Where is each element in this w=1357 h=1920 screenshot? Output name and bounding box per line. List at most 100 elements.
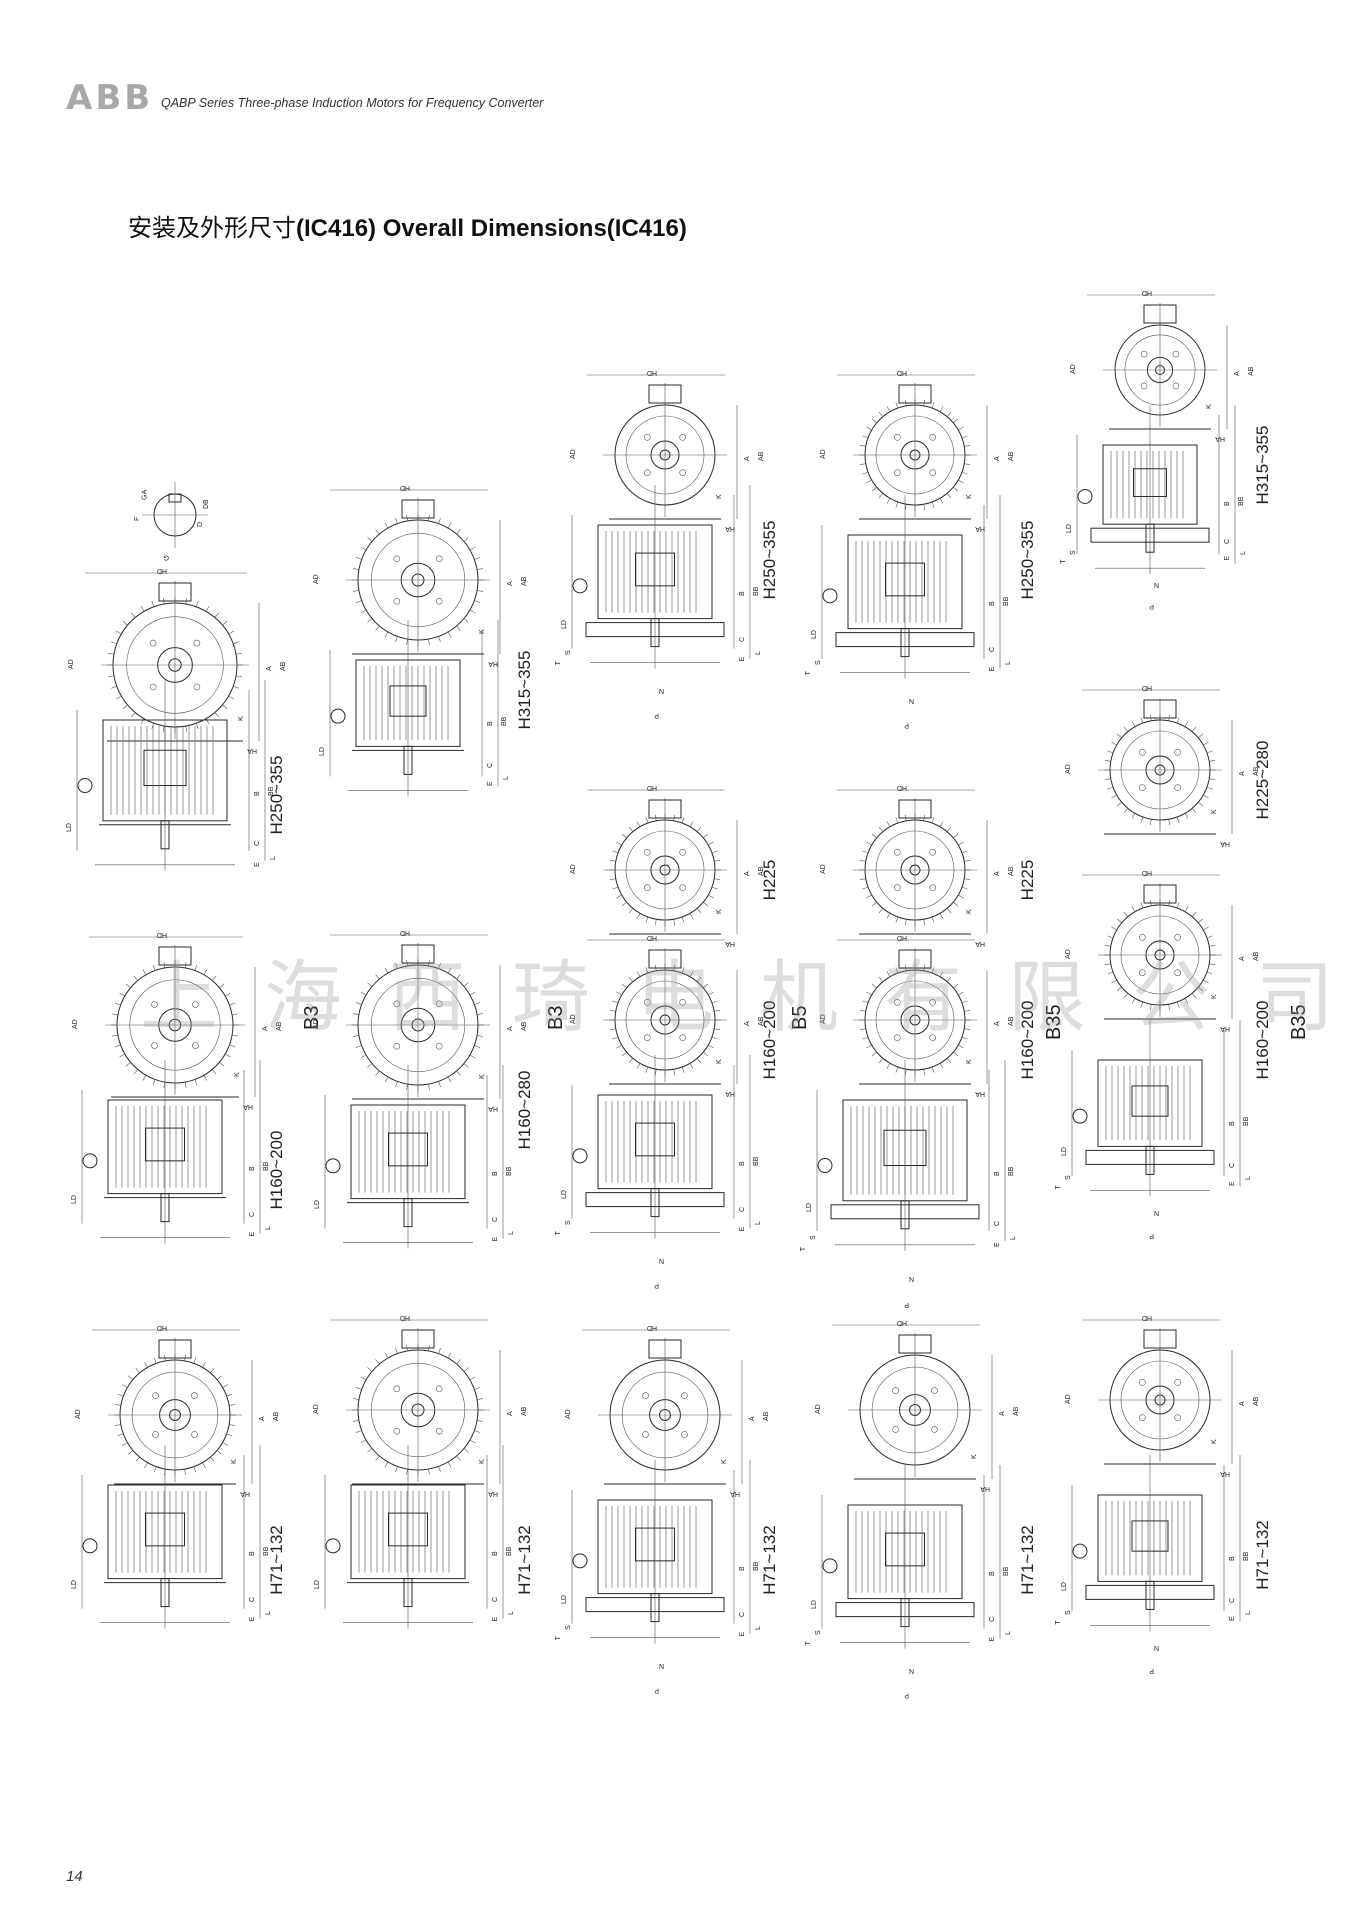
dimension-label: HA bbox=[1215, 435, 1225, 442]
dimension-label: GA bbox=[142, 490, 149, 500]
dimension-label: P bbox=[654, 712, 659, 719]
dimension-label: A bbox=[744, 1021, 751, 1026]
dimension-label: K bbox=[716, 909, 723, 914]
dimension-label: N bbox=[659, 689, 664, 696]
dimension-label: A bbox=[744, 871, 751, 876]
dimension-label: L bbox=[265, 1611, 272, 1615]
dimension-label: T bbox=[555, 1230, 562, 1235]
dimension-label: AB bbox=[1253, 1396, 1260, 1406]
motor-drawing-column-5 bbox=[1071, 294, 1241, 1632]
dimension-label: K bbox=[966, 1059, 973, 1064]
dimension-label: L bbox=[1005, 661, 1012, 665]
dimension-label: N bbox=[1154, 1646, 1159, 1653]
dimension-label: K bbox=[479, 1074, 486, 1079]
dimension-label: AD bbox=[1070, 364, 1077, 374]
dimension-label: E bbox=[254, 862, 261, 867]
dimension-label: A bbox=[1234, 371, 1241, 376]
frame-range-label: H315~355 bbox=[515, 651, 534, 730]
dimension-label: C bbox=[492, 1597, 499, 1602]
dimension-label: LD bbox=[561, 1595, 568, 1604]
dimension-label: T bbox=[555, 1635, 562, 1640]
watermark: 上海西琦电机有限公司 bbox=[140, 953, 1357, 1043]
dimension-label: A bbox=[259, 1416, 266, 1421]
dimension-label: A bbox=[744, 456, 751, 461]
dimension-label: HD bbox=[647, 1324, 657, 1331]
frame-range-label: H71~132 bbox=[267, 1525, 286, 1594]
motor-drawing-column-3 bbox=[571, 374, 751, 1644]
dimension-label: C bbox=[1224, 539, 1231, 544]
frame-range-label: H160~200 bbox=[760, 1001, 779, 1080]
dimension-label: AB bbox=[521, 576, 528, 586]
dimension-label: BB bbox=[753, 586, 760, 596]
dimension-label: E bbox=[492, 1617, 499, 1622]
dimension-label: AB bbox=[1008, 451, 1015, 461]
dimension-label: AD bbox=[565, 1409, 572, 1419]
dimension-label: AD bbox=[313, 1019, 320, 1029]
frame-range-label: H250~355 bbox=[1018, 521, 1037, 600]
dimension-label: K bbox=[721, 1459, 728, 1464]
dimension-label: E bbox=[739, 1227, 746, 1232]
dimension-label: A bbox=[999, 1411, 1006, 1416]
dimension-label: BB bbox=[268, 786, 275, 796]
dimension-label: K bbox=[1211, 994, 1218, 999]
dimension-label: BB bbox=[506, 1166, 513, 1176]
dimension-label: L bbox=[1010, 1236, 1017, 1240]
dimension-label: L bbox=[755, 651, 762, 655]
dimension-label: AD bbox=[72, 1019, 79, 1029]
dimension-label: T bbox=[805, 670, 812, 675]
dimension-label: B bbox=[492, 1171, 499, 1176]
dimension-label: P bbox=[1149, 1667, 1154, 1674]
frame-range-label: H250~355 bbox=[267, 756, 286, 835]
dimension-label: S bbox=[1065, 1175, 1072, 1180]
dimension-label: N bbox=[659, 1259, 664, 1266]
dimension-label: S bbox=[565, 1625, 572, 1630]
dimension-label: K bbox=[716, 1059, 723, 1064]
mounting-type-label: B3 bbox=[545, 1006, 567, 1030]
dimension-label: N bbox=[1154, 583, 1159, 590]
dimension-label: E bbox=[739, 657, 746, 662]
dimension-label: B bbox=[989, 1571, 996, 1576]
dimension-label: AB bbox=[1008, 866, 1015, 876]
dimension-label: AD bbox=[1065, 949, 1072, 959]
dimension-label: AB bbox=[1008, 1016, 1015, 1026]
dimension-label: B bbox=[739, 1566, 746, 1571]
dimension-label: HD bbox=[157, 567, 167, 574]
dimension-label: LD bbox=[806, 1203, 813, 1212]
frame-range-label: H225 bbox=[1018, 860, 1037, 901]
frame-range-label: H250~355 bbox=[760, 521, 779, 600]
dimension-label: T bbox=[1060, 559, 1067, 564]
frame-range-label: H160~200 bbox=[1018, 1001, 1037, 1080]
dimension-label: LD bbox=[561, 1190, 568, 1199]
page-number: 14 bbox=[66, 1868, 83, 1885]
dimension-label: F bbox=[134, 517, 141, 521]
frame-range-label: H71~132 bbox=[1253, 1520, 1272, 1589]
frame-range-label: H225 bbox=[760, 860, 779, 901]
dimension-label: BB bbox=[263, 1161, 270, 1171]
dimension-label: L bbox=[755, 1221, 762, 1225]
dimension-label: N bbox=[1154, 1211, 1159, 1218]
dimension-label: B bbox=[492, 1551, 499, 1556]
frame-range-label: H160~280 bbox=[515, 1071, 534, 1150]
frame-range-label: H71~132 bbox=[515, 1525, 534, 1594]
dimension-label: HD bbox=[1142, 289, 1152, 296]
mounting-type-label: B5 bbox=[789, 1006, 811, 1030]
dimension-label: LD bbox=[314, 1200, 321, 1209]
dimension-label: AB bbox=[521, 1406, 528, 1416]
dimension-label: AD bbox=[820, 449, 827, 459]
dimension-label: AB bbox=[273, 1411, 280, 1421]
dimension-label: HA bbox=[243, 1103, 253, 1110]
dimension-label: HA bbox=[488, 1105, 498, 1112]
dimension-label: LD bbox=[1061, 1147, 1068, 1156]
dimension-label: E bbox=[989, 667, 996, 672]
dimension-label: A bbox=[1239, 1401, 1246, 1406]
dimension-label: HA bbox=[240, 1490, 250, 1497]
dimension-label: C bbox=[739, 637, 746, 642]
dimension-label: HA bbox=[975, 1090, 985, 1097]
dimension-label: B bbox=[249, 1166, 256, 1171]
motor-drawing-column-4 bbox=[816, 374, 1006, 1649]
dimension-label: B bbox=[739, 1161, 746, 1166]
dimension-label: HA bbox=[730, 1490, 740, 1497]
dimension-label: P bbox=[654, 1282, 659, 1289]
dimension-label: HD bbox=[1142, 1314, 1152, 1321]
dimension-label: HA bbox=[488, 1490, 498, 1497]
